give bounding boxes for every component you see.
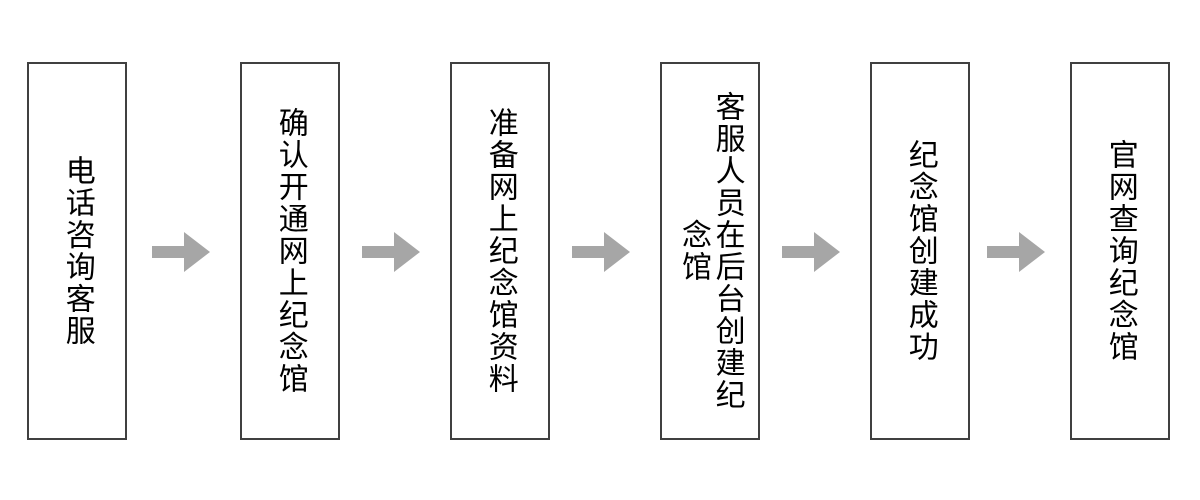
flow-arrow-right-icon-1 [152,228,210,276]
flow-arrow-right-icon-3 [572,228,630,276]
flow-node-2[interactable]: 确认开通网上纪念馆 [240,62,340,440]
flow-node-1[interactable]: 电话咨询客服 [27,62,127,440]
flow-node-4[interactable]: 客服人员在后台创建纪念馆 [660,62,760,440]
flow-node-label: 客服人员在后台创建纪念馆 [676,91,745,411]
flow-arrow-right-icon-4 [782,228,840,276]
flow-node-3[interactable]: 准备网上纪念馆资料 [450,62,550,440]
flow-node-label: 电话咨询客服 [59,155,95,347]
flow-node-label: 确认开通网上纪念馆 [272,107,308,395]
flow-node-label: 纪念馆创建成功 [902,139,938,363]
flow-node-6[interactable]: 官网查询纪念馆 [1070,62,1170,440]
flow-node-label: 官网查询纪念馆 [1102,139,1138,363]
flow-node-label: 准备网上纪念馆资料 [482,107,518,395]
flow-arrow-right-icon-2 [362,228,420,276]
flow-node-5[interactable]: 纪念馆创建成功 [870,62,970,440]
flow-arrow-right-icon-5 [987,228,1045,276]
